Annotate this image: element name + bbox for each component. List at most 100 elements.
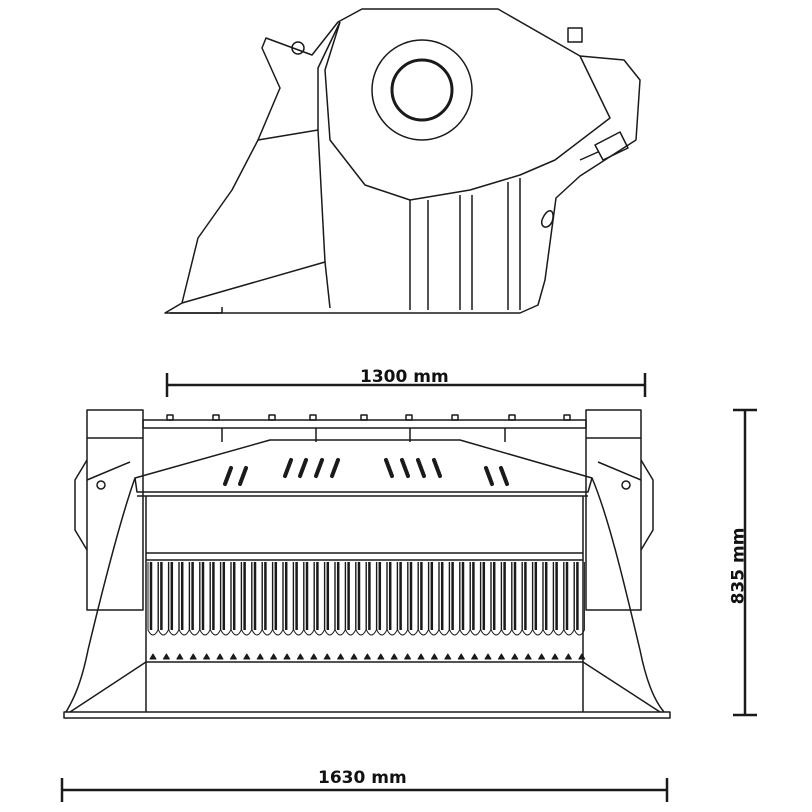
rib [521, 562, 533, 636]
rib [438, 562, 450, 636]
rib [542, 562, 554, 636]
tooth [471, 653, 479, 660]
right-mount-block [585, 409, 642, 611]
tooth [162, 653, 170, 660]
rib [501, 562, 513, 636]
side-view-outline [164, 8, 641, 314]
tooth [189, 653, 197, 660]
rib [334, 562, 346, 636]
tooth [296, 653, 304, 660]
tooth [203, 653, 211, 660]
side-view-lip [170, 261, 331, 314]
pin-hole-icon [291, 41, 305, 55]
slot [499, 466, 509, 486]
left-mount-block [86, 409, 144, 611]
rib [272, 562, 284, 636]
rib [303, 562, 315, 636]
hopper-front [134, 439, 593, 497]
slot [484, 466, 494, 486]
tooth [283, 653, 291, 660]
rib [480, 562, 492, 636]
bolt-icon [563, 414, 571, 421]
rib [220, 562, 232, 636]
rotor-bar [146, 552, 583, 561]
tooth [551, 653, 559, 660]
left-bolt-icon [96, 480, 106, 490]
tooth [404, 653, 412, 660]
bucket-floor [69, 661, 661, 713]
rib [230, 562, 242, 636]
bolt-icon [268, 414, 276, 421]
rib [261, 562, 273, 636]
rib [386, 562, 398, 636]
slot [283, 458, 293, 478]
slot [400, 458, 410, 478]
screening-ribs [147, 562, 585, 636]
slot [298, 458, 308, 478]
bolt-icon [508, 414, 516, 421]
top-frame [142, 419, 587, 429]
top-frame-posts [221, 428, 506, 442]
rib [251, 562, 263, 636]
bolt-icon [360, 414, 368, 421]
rib [324, 562, 336, 636]
rib [376, 562, 388, 636]
bolt-icon [405, 414, 413, 421]
rib [293, 562, 305, 636]
tooth [337, 653, 345, 660]
tooth [484, 653, 492, 660]
tooth [538, 653, 546, 660]
bolt-icon [309, 414, 317, 421]
tooth [323, 653, 331, 660]
side-view [164, 8, 641, 314]
tooth [564, 653, 572, 660]
slot [432, 458, 442, 478]
right-bolt-icon [621, 480, 631, 490]
hopper-slots [223, 458, 509, 486]
dim-line-inner-width [165, 373, 647, 397]
dim-line-height [733, 408, 757, 717]
tooth [444, 653, 452, 660]
rib [365, 562, 377, 636]
bolt-icon [166, 414, 174, 421]
tooth [149, 653, 157, 660]
rib [573, 562, 585, 636]
rib [407, 562, 419, 636]
rib [397, 562, 409, 636]
mount-side-plates [74, 437, 654, 551]
dim-line-overall-width [60, 778, 669, 802]
tooth [270, 653, 278, 660]
slot [238, 466, 248, 486]
rib [490, 562, 502, 636]
rib [449, 562, 461, 636]
tooth [176, 653, 184, 660]
rib [553, 562, 565, 636]
drum-inner [390, 58, 454, 122]
rib [417, 562, 429, 636]
rib [189, 562, 201, 636]
tooth [524, 653, 532, 660]
slot [314, 458, 324, 478]
overall-width-label: 1630 mm [318, 768, 407, 788]
tooth [310, 653, 318, 660]
side-view-valve [579, 131, 629, 161]
front-view [63, 409, 671, 719]
rib [345, 562, 357, 636]
rib [355, 562, 367, 636]
rib [178, 562, 190, 636]
tooth [511, 653, 519, 660]
rib [459, 562, 471, 636]
side-view-struts [409, 178, 521, 310]
rib [313, 562, 325, 636]
rib [241, 562, 253, 636]
tooth [377, 653, 385, 660]
rib [168, 562, 180, 636]
side-view-fitting [567, 27, 583, 43]
slot [384, 458, 394, 478]
rib [563, 562, 575, 636]
teeth-row [149, 653, 586, 660]
tooth [229, 653, 237, 660]
side-view-port [540, 210, 554, 228]
tooth [256, 653, 264, 660]
